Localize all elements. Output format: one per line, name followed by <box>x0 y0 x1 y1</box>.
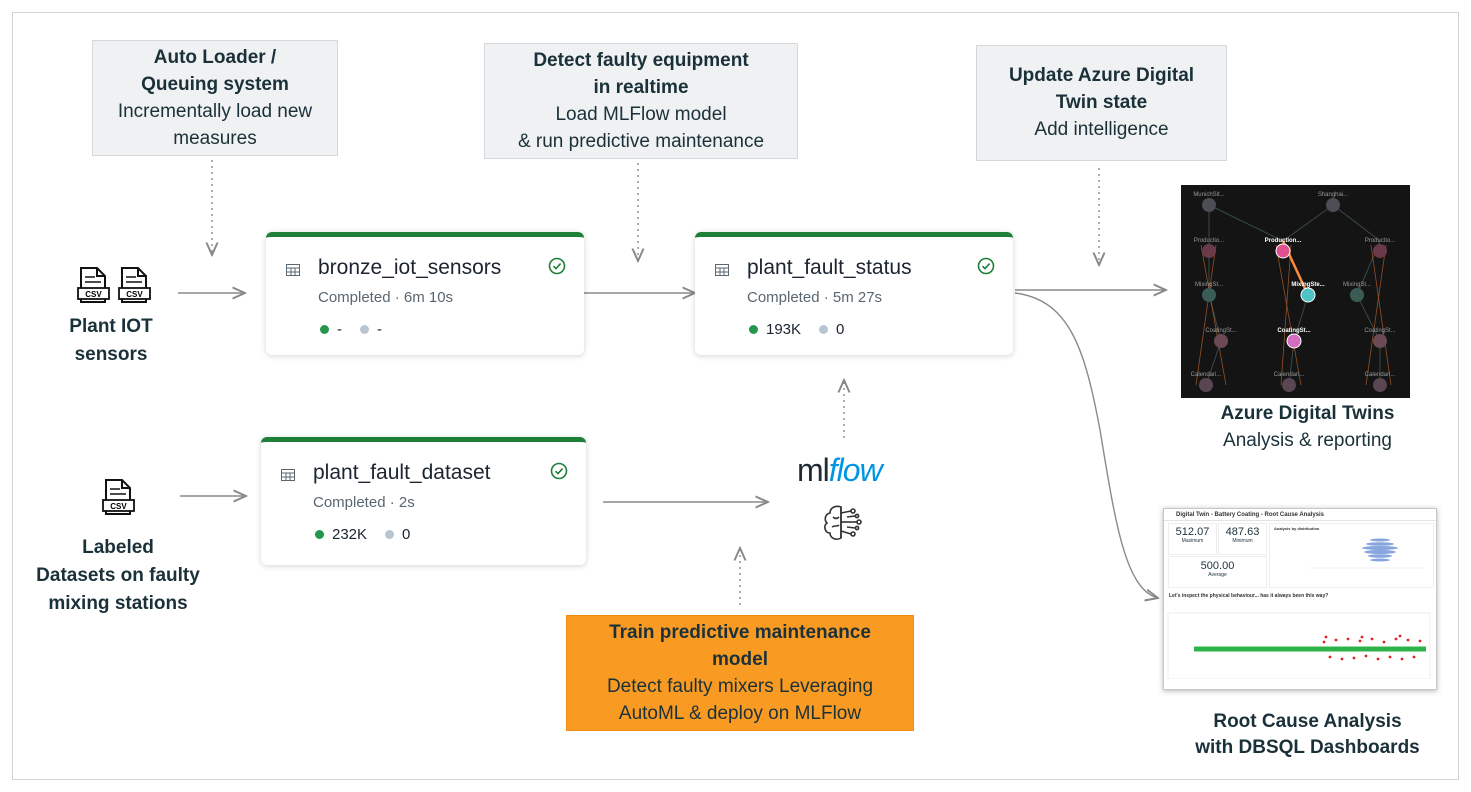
dropped-count: - <box>377 321 382 338</box>
table-icon <box>281 469 295 481</box>
dash-question: Let's inspect the physical behaviour... … <box>1169 593 1329 599</box>
source-iot-label: Plant IOT sensors <box>69 316 153 365</box>
twins-sub: Analysis & reporting <box>1223 430 1392 451</box>
dash-min-label: Minimum <box>1232 538 1253 544</box>
twin-node-label: CoatingSt... <box>1277 328 1311 334</box>
node-name: plant_fault_status <box>747 256 912 279</box>
node-name: plant_fault_dataset <box>313 461 491 484</box>
csv-file-icon: CSV <box>102 479 135 515</box>
node-plant-fault-status[interactable]: plant_fault_status Completed · 5m 27s 19… <box>695 232 1013 355</box>
node-metrics: 193K 0 <box>749 321 862 338</box>
mlflow-flow: flow <box>828 452 883 488</box>
dashboard-title: Digital Twin - Battery Coating - Root Ca… <box>1176 512 1325 518</box>
dropped-dot <box>385 530 395 539</box>
twin-node-label: CoatingSt... <box>1205 328 1237 334</box>
callout-azure-sub: Add intelligence <box>1034 119 1169 140</box>
dash-avg-label: Average <box>1208 572 1227 578</box>
node-plant-fault-dataset[interactable]: plant_fault_dataset Completed · 2s 232K … <box>261 437 586 565</box>
dropped-count: 0 <box>836 321 845 338</box>
check-circle-icon <box>550 462 568 480</box>
arrow-status-to-dashboard <box>1014 292 1158 598</box>
written-dot <box>749 325 758 334</box>
csv-file-icon: CSV <box>118 267 151 303</box>
twin-node-label: MixingSt... <box>1343 282 1371 288</box>
twin-node-label: MunichSit... <box>1193 192 1225 198</box>
node-metrics: 232K 0 <box>315 526 428 543</box>
dbsql-dashboard-thumbnail: Digital Twin - Battery Coating - Root Ca… <box>1163 508 1437 690</box>
callout-autoloader: Auto Loader / Queuing system Incremental… <box>92 40 338 156</box>
written-count: - <box>337 321 342 338</box>
node-status: Completed · 6m 10s <box>318 289 454 306</box>
dash-chart-title: Analysis by distribution <box>1274 526 1320 531</box>
twin-node-label: Calendari... <box>1365 372 1396 378</box>
callout-azure-title: Update Azure Digital Twin state <box>1008 65 1195 113</box>
distribution-chart <box>1310 538 1425 569</box>
written-count: 193K <box>766 321 802 338</box>
twin-graph-svg: MunichSit... Shanghai... Productio... Pr… <box>1191 192 1396 392</box>
twin-node-label: Shanghai... <box>1318 192 1349 198</box>
written-dot <box>320 325 329 334</box>
written-dot <box>315 530 324 539</box>
twin-node-label: MixingSt... <box>1195 282 1223 288</box>
check-circle-icon <box>548 257 566 275</box>
csv-badge: CSV <box>85 290 102 299</box>
timeseries-chart <box>1167 612 1431 679</box>
callout-train: Train predictive maintenance model Detec… <box>566 615 914 731</box>
callout-train-title: Train predictive maintenance model <box>609 622 871 670</box>
diagram-frame <box>12 12 1459 780</box>
azure-digital-twin-graph: MunichSit... Shanghai... Productio... Pr… <box>1181 185 1410 398</box>
written-count: 232K <box>332 526 368 543</box>
check-circle-icon <box>977 257 995 275</box>
rca-title: Root Cause Analysis with DBSQL Dashboard… <box>1195 711 1420 758</box>
callout-azure: Update Azure Digital Twin state Add inte… <box>976 45 1227 161</box>
source-labeled-label: Labeled Datasets on faulty mixing statio… <box>36 537 200 614</box>
csv-badge: CSV <box>110 502 127 511</box>
brain-icon <box>824 505 862 540</box>
dropped-dot <box>819 325 829 334</box>
dash-min-value: 487.63 <box>1225 526 1260 538</box>
dropped-count: 0 <box>402 526 411 543</box>
csv-file-icon: CSV <box>77 267 110 303</box>
mlflow-logo: mlflow <box>797 452 883 489</box>
dropped-dot <box>360 325 369 334</box>
twin-node-label: Calendari... <box>1274 372 1305 378</box>
callout-train-sub: Detect faulty mixers Leveraging AutoML &… <box>606 676 874 724</box>
twin-node-label: CoatingSt... <box>1364 328 1396 334</box>
callout-autoloader-title: Auto Loader / Queuing system <box>141 47 289 95</box>
table-icon <box>715 264 729 276</box>
dash-max-label: Maximum <box>1181 538 1204 544</box>
twin-node-label: Productio... <box>1365 238 1396 244</box>
node-name: bronze_iot_sensors <box>318 256 502 279</box>
node-status: Completed · 2s <box>313 494 415 511</box>
callout-detect: Detect faulty equipment in realtime Load… <box>484 43 798 159</box>
dash-max-value: 512.07 <box>1175 526 1210 538</box>
twins-title: Azure Digital Twins <box>1220 403 1395 424</box>
node-bronze-iot-sensors[interactable]: bronze_iot_sensors Completed · 6m 10s - … <box>266 232 584 355</box>
callout-detect-sub: Load MLFlow model & run predictive maint… <box>517 104 765 152</box>
twin-node-label: Production... <box>1265 238 1302 244</box>
twin-node-label: Productio... <box>1194 238 1225 244</box>
twin-node-label: MixingSte... <box>1291 282 1325 288</box>
twin-node-label: Calendari... <box>1191 372 1222 378</box>
callout-detect-title: Detect faulty equipment in realtime <box>533 50 749 98</box>
dash-avg-value: 500.00 <box>1200 560 1235 572</box>
csv-badge: CSV <box>126 290 143 299</box>
node-status: Completed · 5m 27s <box>747 289 883 306</box>
node-metrics: - - <box>320 321 400 338</box>
table-icon <box>286 264 300 276</box>
mlflow-ml: ml <box>797 452 830 488</box>
callout-autoloader-sub: Incrementally load new measures <box>117 101 313 149</box>
